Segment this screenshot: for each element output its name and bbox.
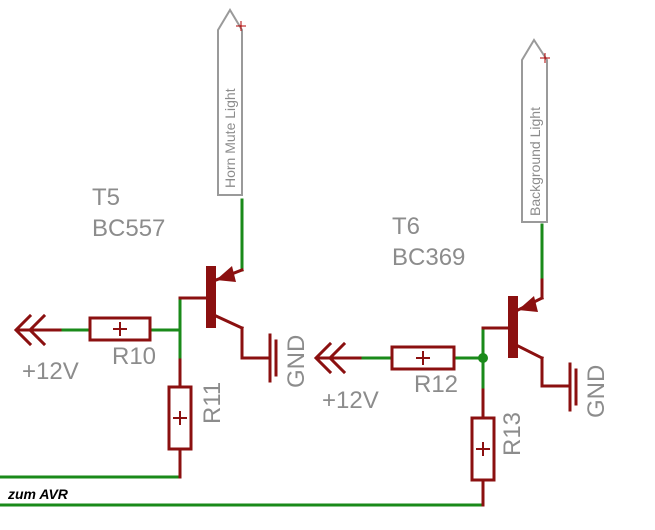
supply-label-right: +12V [322, 387, 379, 414]
r13-label: R13 [499, 412, 526, 456]
junction-dot [478, 353, 488, 363]
supply-label-left: +12V [22, 358, 79, 385]
resistor-r13 [470, 388, 496, 507]
port-label-background: Background Light [527, 107, 543, 216]
transistor-t5 [178, 266, 278, 383]
gnd-label-t5: GND [283, 335, 310, 388]
t6-ref: T6 [392, 213, 420, 240]
r11-label: R11 [199, 382, 226, 424]
resistor-r12 [390, 345, 456, 371]
r10-label: R10 [112, 343, 156, 370]
t5-part: BC557 [92, 215, 165, 242]
transistor-t6 [481, 278, 578, 412]
net-label-avr: zum AVR [7, 486, 69, 502]
t5-ref: T5 [92, 184, 120, 211]
gnd-label-t6: GND [583, 365, 610, 418]
supply-symbol-right [313, 341, 362, 375]
resistor-r11 [167, 358, 193, 479]
supply-symbol-left [13, 313, 62, 347]
net-wires [0, 198, 544, 507]
resistor-r10 [88, 316, 152, 342]
port-background-light: Background Light [521, 38, 550, 223]
port-label-horn: Horn Mute Light [222, 88, 238, 188]
r12-label: R12 [414, 371, 458, 398]
t6-part: BC369 [392, 244, 465, 271]
port-horn-mute-light: Horn Mute Light [217, 8, 246, 196]
